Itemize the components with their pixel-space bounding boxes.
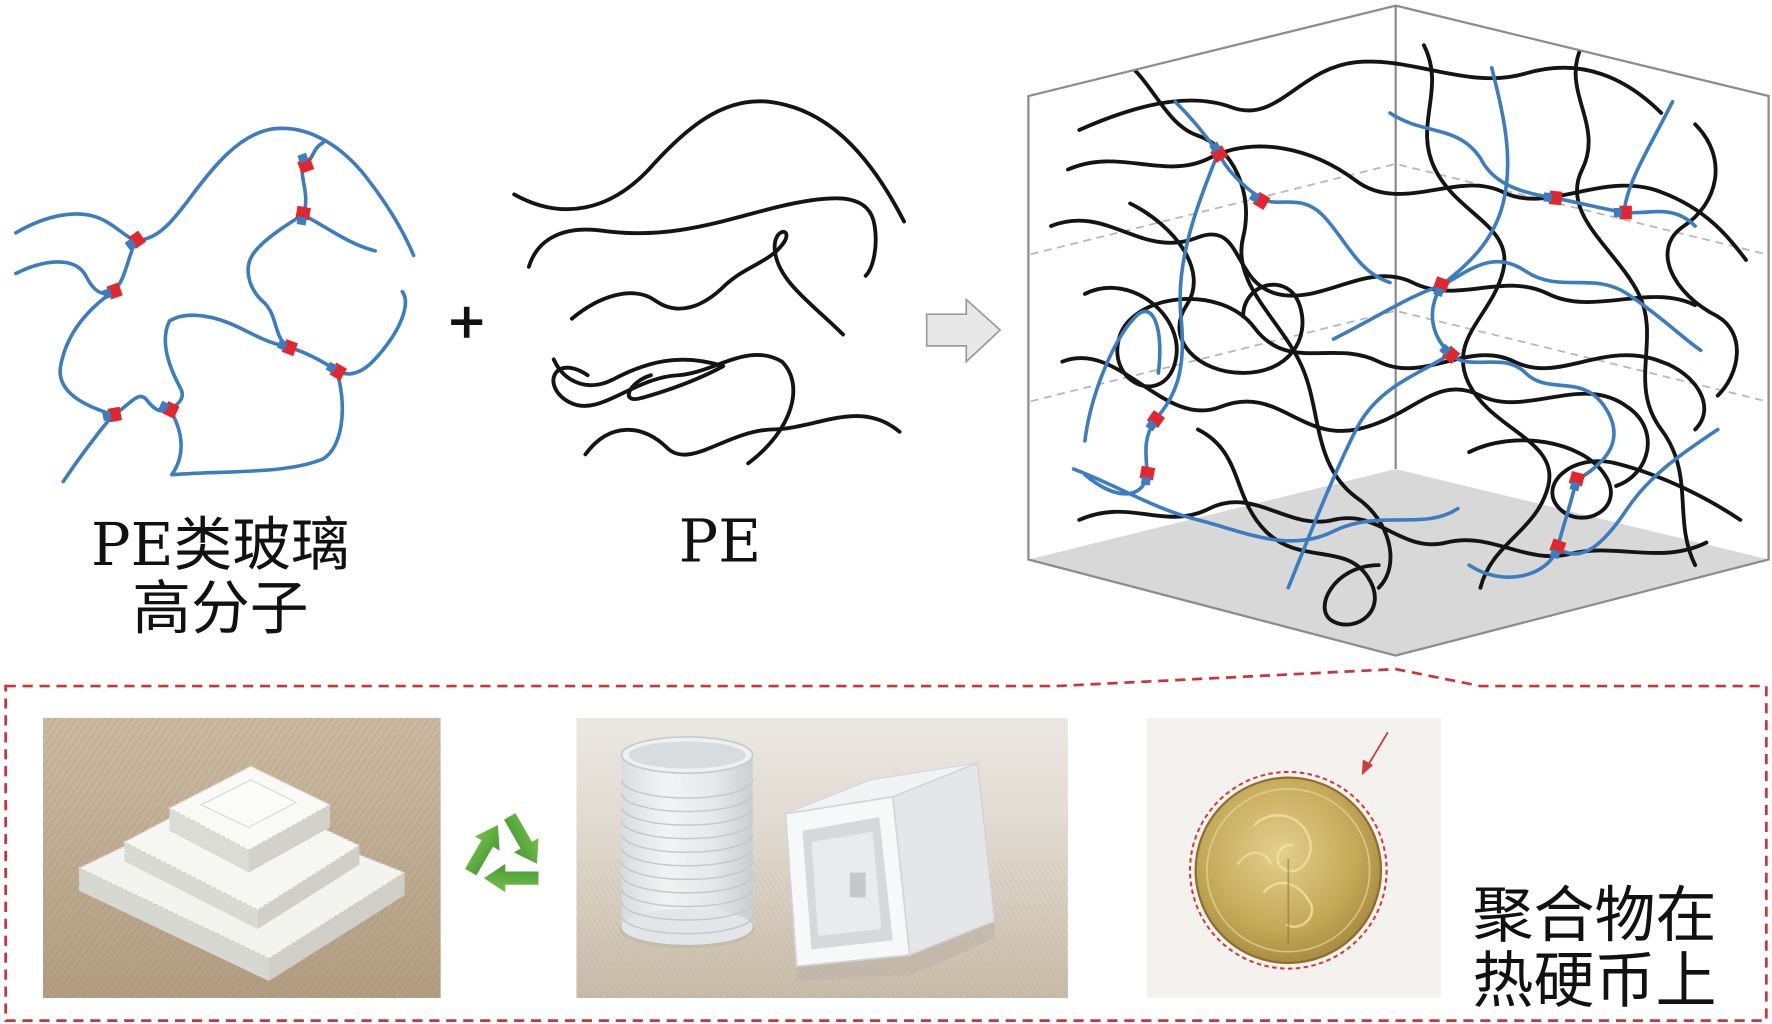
pe-chain xyxy=(1049,218,1698,308)
vitrimer-chain xyxy=(133,126,416,258)
pe-chain xyxy=(583,414,902,457)
vitrimer-chain xyxy=(167,289,408,376)
dynamic-crosslink xyxy=(297,152,315,174)
vitrimer-chain xyxy=(1083,309,1162,443)
cube-plane-line xyxy=(1030,162,1767,256)
vitrimer-chain xyxy=(246,212,378,349)
cube-outline xyxy=(1027,4,1770,657)
dynamic-crosslink xyxy=(1145,410,1166,432)
vitrimer-label-line2: 高分子 xyxy=(132,573,308,642)
vitrimer-label-line1: PE类玻璃 xyxy=(91,510,350,579)
pe-chain xyxy=(1116,54,1393,590)
vitrimer-network xyxy=(14,126,416,484)
dynamic-crosslink xyxy=(1439,343,1461,365)
dynamic-crosslink xyxy=(158,400,180,419)
blend-cube xyxy=(1027,4,1770,657)
plus-sign: + xyxy=(446,291,488,350)
pe-chain xyxy=(1082,286,1707,432)
pe-chain xyxy=(1422,43,1552,590)
dynamic-crosslink xyxy=(124,230,146,251)
vitrimer-chain xyxy=(1331,259,1703,353)
vitrimer-chain xyxy=(111,394,172,417)
pe-chain xyxy=(551,357,726,401)
caption-line2: 热硬币上 xyxy=(1473,945,1717,1016)
vitrimer-chain xyxy=(167,368,345,477)
vitrimer-chain xyxy=(1083,150,1221,496)
vitrimer-chain xyxy=(1430,284,1616,483)
printed-stack-object xyxy=(77,765,407,982)
vitrimer-chain xyxy=(1286,351,1452,590)
vitrimer-chain xyxy=(1071,467,1460,543)
photo-printed-tubes xyxy=(576,717,1068,999)
recycle-icon xyxy=(464,813,539,893)
pe-chain xyxy=(1665,122,1739,398)
blend-chains xyxy=(1049,43,1748,627)
dynamic-crosslink xyxy=(295,205,311,226)
pe-chain xyxy=(1066,144,1748,262)
pe-label: PE xyxy=(679,507,761,576)
callout-border xyxy=(4,667,1768,1022)
pe-chain xyxy=(512,99,907,224)
cube-plane-line xyxy=(1030,309,1767,403)
vitrimer-chain xyxy=(163,319,185,411)
pe-chains xyxy=(512,99,907,466)
dynamic-crosslink xyxy=(1139,465,1156,486)
arrow-pointer-icon xyxy=(1361,731,1389,776)
dynamic-crosslink xyxy=(101,282,123,300)
printed-square-tube xyxy=(784,761,996,982)
arrow-right-icon xyxy=(925,297,1002,364)
vitrimer-chain xyxy=(1555,427,1720,556)
dynamic-crosslink xyxy=(1248,191,1271,210)
photo-printed-stack xyxy=(42,717,441,999)
pe-chain xyxy=(1128,201,1305,375)
printed-cylinder xyxy=(619,736,755,949)
dynamic-crosslink xyxy=(1432,276,1450,298)
dynamic-crosslink xyxy=(277,339,298,357)
vitrimer-chain xyxy=(1439,66,1510,288)
dynamic-crosslink xyxy=(1543,190,1563,206)
pe-chain xyxy=(1195,427,1381,627)
vitrimer-chain xyxy=(1622,99,1675,215)
dynamic-crosslink xyxy=(1549,538,1567,560)
pe-chain xyxy=(1060,356,1650,488)
dynamic-crosslink xyxy=(1209,141,1229,163)
pe-chain xyxy=(1077,59,1664,132)
cube-floor xyxy=(1028,469,1769,656)
dynamic-crosslink xyxy=(325,361,348,381)
vitrimer-chain xyxy=(14,238,138,296)
pe-chain xyxy=(551,352,796,466)
dynamic-crosslink xyxy=(1568,470,1586,492)
pe-chain xyxy=(526,196,878,278)
polymer-film-outline xyxy=(1188,770,1388,970)
dynamic-crosslink xyxy=(1613,205,1632,220)
vitrimer-chain xyxy=(14,212,138,243)
caption-line1: 聚合物在 xyxy=(1473,880,1717,951)
photo-hot-coin xyxy=(1147,717,1441,999)
pe-chain xyxy=(1573,43,1698,568)
coin xyxy=(1194,776,1383,965)
vitrimer-chain xyxy=(58,289,115,484)
dynamic-crosslink xyxy=(102,406,122,423)
pe-chain xyxy=(569,229,845,337)
